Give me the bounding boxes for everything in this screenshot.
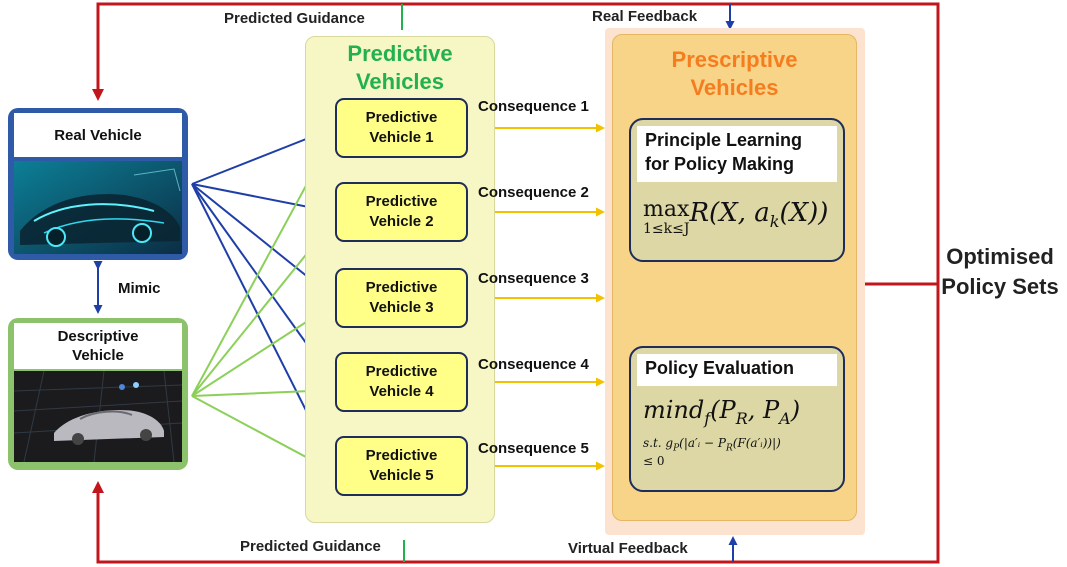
bottom-predicted-guidance-label: Predicted Guidance — [240, 538, 381, 555]
consequence-4-label: Consequence 4 — [478, 356, 589, 373]
descriptive-vehicle-card: Descriptive Vehicle — [8, 318, 188, 470]
top-predicted-guidance-label: Predicted Guidance — [224, 10, 365, 27]
top-real-feedback-label: Real Feedback — [592, 8, 698, 25]
bottom-feedback-line — [92, 284, 940, 564]
principle-formula: max 1≤k≤J R(X, ak(X)) — [643, 197, 829, 237]
consequence-5-label: Consequence 5 — [478, 440, 589, 457]
mimic-label: Mimic — [118, 280, 161, 297]
formula-max-subscript: 1≤k≤J — [643, 221, 690, 237]
real-vehicle-image — [14, 161, 182, 254]
prescriptive-vehicles-title: Prescriptive Vehicles — [671, 47, 798, 100]
real-vehicle-label: Real Vehicle — [14, 113, 182, 157]
optimised-policy-sets-label: Optimised Policy Sets — [941, 244, 1059, 299]
bottom-virtual-feedback-label: Virtual Feedback — [568, 540, 688, 557]
predictive-vehicle-1: Predictive Vehicle 1 — [335, 98, 468, 158]
consequence-2-label: Consequence 2 — [478, 184, 589, 201]
formula-max: max — [643, 197, 690, 222]
principle-learning-box: Principle Learning for Policy Making max… — [629, 118, 845, 262]
real-vehicle-card: Real Vehicle — [8, 108, 188, 260]
evaluation-constraint-bound: ≤ 0 — [643, 454, 665, 468]
evaluation-constraint: s.t. gP(|a′ᵢ − PR(F(a′ᵢ))|) — [643, 436, 781, 454]
top-feedback-line — [92, 2, 940, 286]
descriptive-vehicle-label: Descriptive Vehicle — [14, 323, 182, 369]
predictive-vehicle-3: Predictive Vehicle 3 — [335, 268, 468, 328]
predictive-vehicle-5: Predictive Vehicle 5 — [335, 436, 468, 496]
descriptive-vehicle-image — [14, 371, 182, 464]
evaluation-formula: mindf(PR, PA) — [643, 396, 801, 428]
principle-learning-title: Principle Learning for Policy Making — [637, 126, 837, 182]
policy-evaluation-title: Policy Evaluation — [637, 354, 837, 386]
consequence-3-label: Consequence 3 — [478, 270, 589, 287]
policy-evaluation-box: Policy Evaluation mindf(PR, PA) s.t. gP(… — [629, 346, 845, 492]
formula-objective: R(X, ak(X)) — [689, 198, 829, 232]
predictive-vehicle-4: Predictive Vehicle 4 — [335, 352, 468, 412]
predictive-vehicle-2: Predictive Vehicle 2 — [335, 182, 468, 242]
outer-feedback-loop — [92, 2, 940, 564]
consequence-1-label: Consequence 1 — [478, 98, 589, 115]
predictive-vehicles-title: Predictive Vehicles — [347, 41, 453, 94]
